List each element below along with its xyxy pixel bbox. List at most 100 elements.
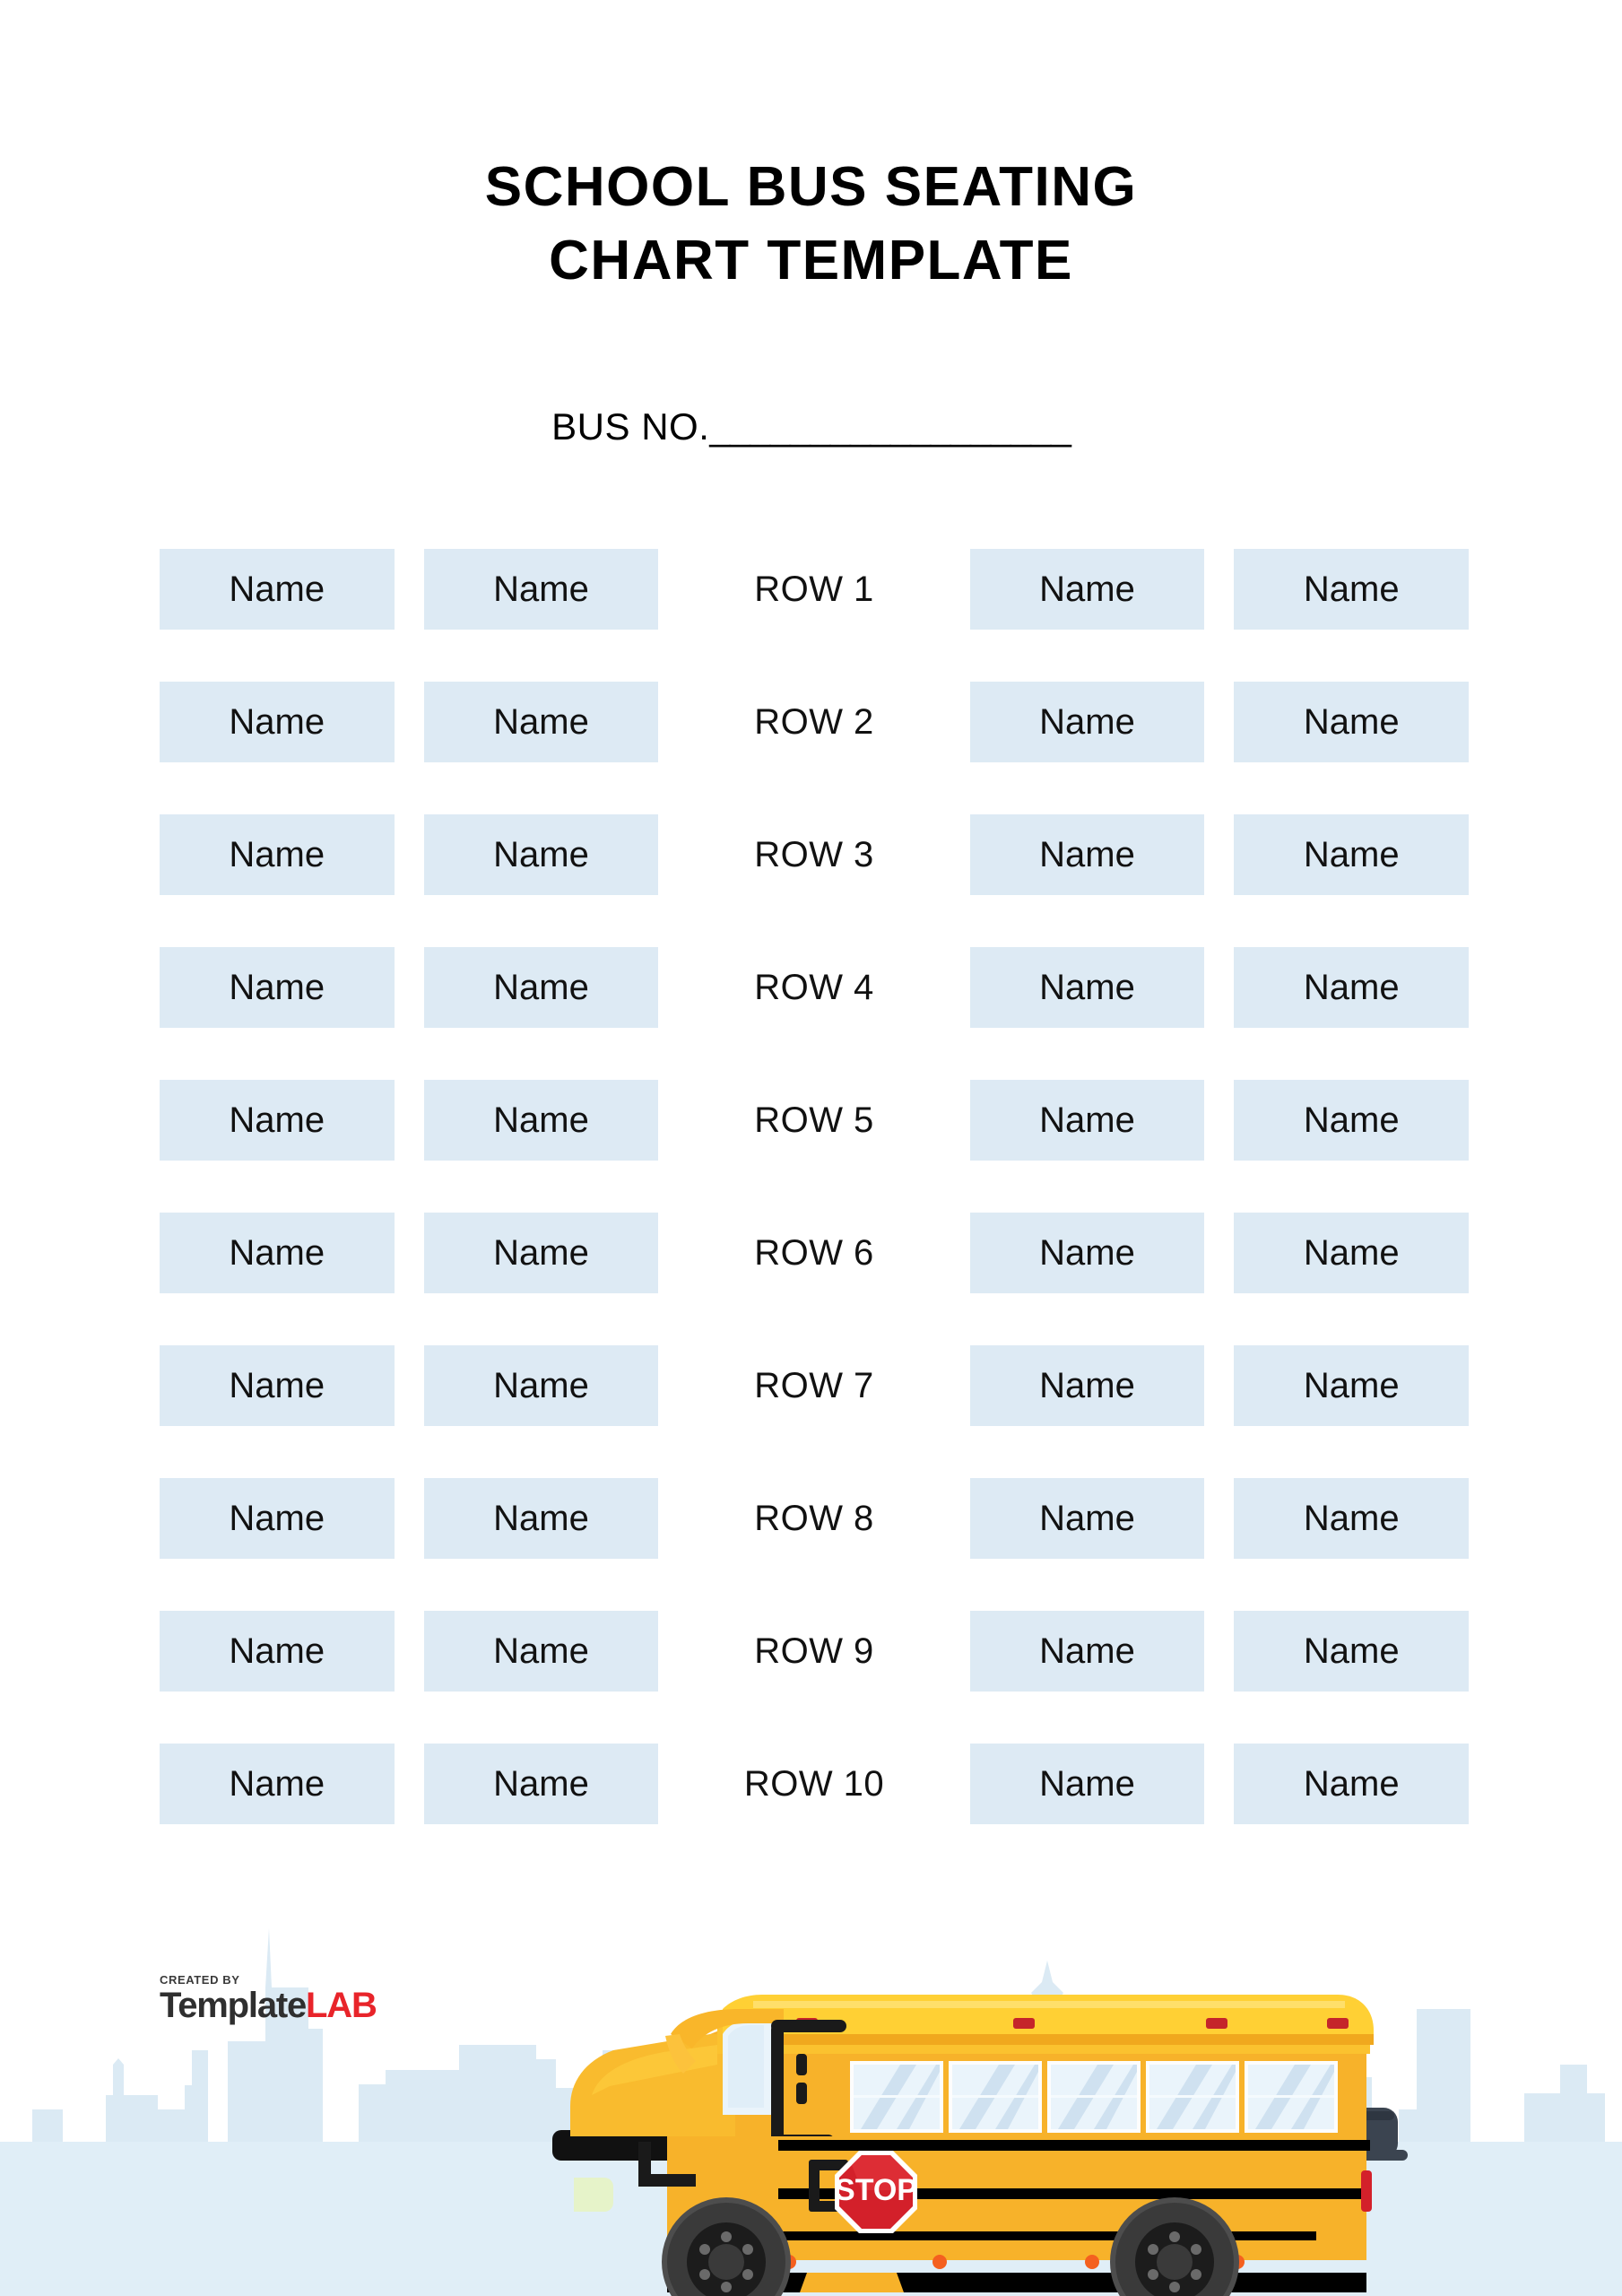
seat-name-box[interactable]: Name	[1234, 1478, 1469, 1559]
seat-row: Name Name ROW 6 Name Name	[160, 1213, 1469, 1293]
column-gap	[658, 1611, 688, 1692]
bus-hood-handle	[638, 2142, 696, 2187]
stop-sign-icon: STOP	[835, 2151, 917, 2233]
bus-number-blank[interactable]: __________________	[709, 405, 1071, 448]
roof-marker-light-2	[1013, 2018, 1035, 2029]
seat-name-box[interactable]: Name	[969, 947, 1205, 1028]
row-label: ROW 6	[754, 1232, 874, 1273]
seat-name-box[interactable]: Name	[1234, 1345, 1469, 1426]
column-gap	[941, 1478, 970, 1559]
seat-name-box[interactable]: Name	[423, 1345, 659, 1426]
column-gap	[658, 1478, 688, 1559]
seat-name-box[interactable]: Name	[969, 1744, 1205, 1824]
seat-row: Name Name ROW 4 Name Name	[160, 947, 1469, 1028]
seat-name-box[interactable]: Name	[423, 682, 659, 762]
bus-front-wheel	[662, 2197, 791, 2296]
page-title: SCHOOL BUS SEATING CHART TEMPLATE	[0, 151, 1622, 298]
row-label: ROW 4	[754, 967, 874, 1007]
seat-name-box[interactable]: Name	[969, 682, 1205, 762]
footer-illustration: STOP	[0, 1874, 1622, 2296]
seat-name-box[interactable]: Name	[423, 1744, 659, 1824]
bus-skirt-notch	[800, 2273, 904, 2292]
seat-name-box[interactable]: Name	[423, 549, 659, 630]
seat-name-box[interactable]: Name	[160, 1611, 395, 1692]
logo-lab-text: LAB	[306, 1986, 377, 2025]
seat-name-box[interactable]: Name	[160, 1213, 395, 1293]
seat-name-box[interactable]: Name	[160, 549, 395, 630]
bus-stripe-middle-2	[778, 2188, 1370, 2199]
column-gap	[1204, 549, 1234, 630]
school-bus-illustration: STOP	[552, 1995, 1408, 2296]
seat-name-box[interactable]: Name	[423, 1611, 659, 1692]
column-gap	[1204, 1611, 1234, 1692]
seat-name-box[interactable]: Name	[1234, 947, 1469, 1028]
column-gap	[658, 1744, 688, 1824]
column-gap	[658, 1213, 688, 1293]
title-line-2: CHART TEMPLATE	[549, 229, 1073, 291]
column-gap	[395, 549, 424, 630]
title-line-1: SCHOOL BUS SEATING	[484, 156, 1138, 218]
column-gap	[941, 1744, 970, 1824]
seat-name-box[interactable]: Name	[969, 1478, 1205, 1559]
seat-name-box[interactable]: Name	[1234, 549, 1469, 630]
seat-name-box[interactable]: Name	[969, 1080, 1205, 1161]
seat-name-box[interactable]: Name	[160, 1744, 395, 1824]
seat-name-box[interactable]: Name	[160, 1478, 395, 1559]
column-gap	[395, 947, 424, 1028]
seat-name-box[interactable]: Name	[160, 1080, 395, 1161]
row-label: ROW 2	[754, 701, 874, 742]
bus-tail-light	[1361, 2170, 1372, 2212]
seat-name-box[interactable]: Name	[969, 1213, 1205, 1293]
column-gap	[658, 682, 688, 762]
seat-name-box[interactable]: Name	[969, 814, 1205, 895]
seat-name-box[interactable]: Name	[160, 1345, 395, 1426]
column-gap	[1204, 1213, 1234, 1293]
logo-template-text: Template	[160, 1986, 307, 2025]
seat-name-box[interactable]: Name	[423, 814, 659, 895]
bus-window	[1245, 2061, 1338, 2133]
column-gap	[658, 814, 688, 895]
column-gap	[941, 1345, 970, 1426]
seat-name-box[interactable]: Name	[969, 549, 1205, 630]
seat-name-box[interactable]: Name	[1234, 814, 1469, 895]
column-gap	[395, 1080, 424, 1161]
column-gap	[395, 682, 424, 762]
column-gap	[395, 814, 424, 895]
bus-roof-gloss	[753, 2001, 1345, 2008]
seat-name-box[interactable]: Name	[1234, 1080, 1469, 1161]
logo-created-by: CREATED BY	[160, 1973, 240, 1987]
seat-name-box[interactable]: Name	[423, 947, 659, 1028]
bus-window-row	[850, 2061, 1338, 2133]
bus-mirror-arm	[771, 2020, 846, 2032]
seat-name-box[interactable]: Name	[1234, 1611, 1469, 1692]
seat-name-box[interactable]: Name	[1234, 682, 1469, 762]
seat-name-box[interactable]: Name	[969, 1611, 1205, 1692]
seat-name-box[interactable]: Name	[423, 1080, 659, 1161]
column-gap	[1204, 1345, 1234, 1426]
bus-rear-wheel	[1110, 2197, 1239, 2296]
column-gap	[941, 549, 970, 630]
column-gap	[1204, 682, 1234, 762]
seat-name-box[interactable]: Name	[160, 682, 395, 762]
bus-window	[1146, 2061, 1239, 2133]
bus-marker-lamp-2	[932, 2255, 947, 2269]
seat-name-box[interactable]: Name	[160, 947, 395, 1028]
bus-number-field[interactable]: BUS NO.__________________	[0, 405, 1622, 448]
seat-name-box[interactable]: Name	[1234, 1744, 1469, 1824]
bus-visor-tip	[665, 2034, 696, 2074]
seat-name-box[interactable]: Name	[423, 1478, 659, 1559]
column-gap	[395, 1345, 424, 1426]
seat-name-box[interactable]: Name	[969, 1345, 1205, 1426]
bus-window	[949, 2061, 1042, 2133]
seat-name-box[interactable]: Name	[423, 1213, 659, 1293]
seat-name-box[interactable]: Name	[160, 814, 395, 895]
seat-name-box[interactable]: Name	[1234, 1213, 1469, 1293]
column-gap	[658, 1345, 688, 1426]
